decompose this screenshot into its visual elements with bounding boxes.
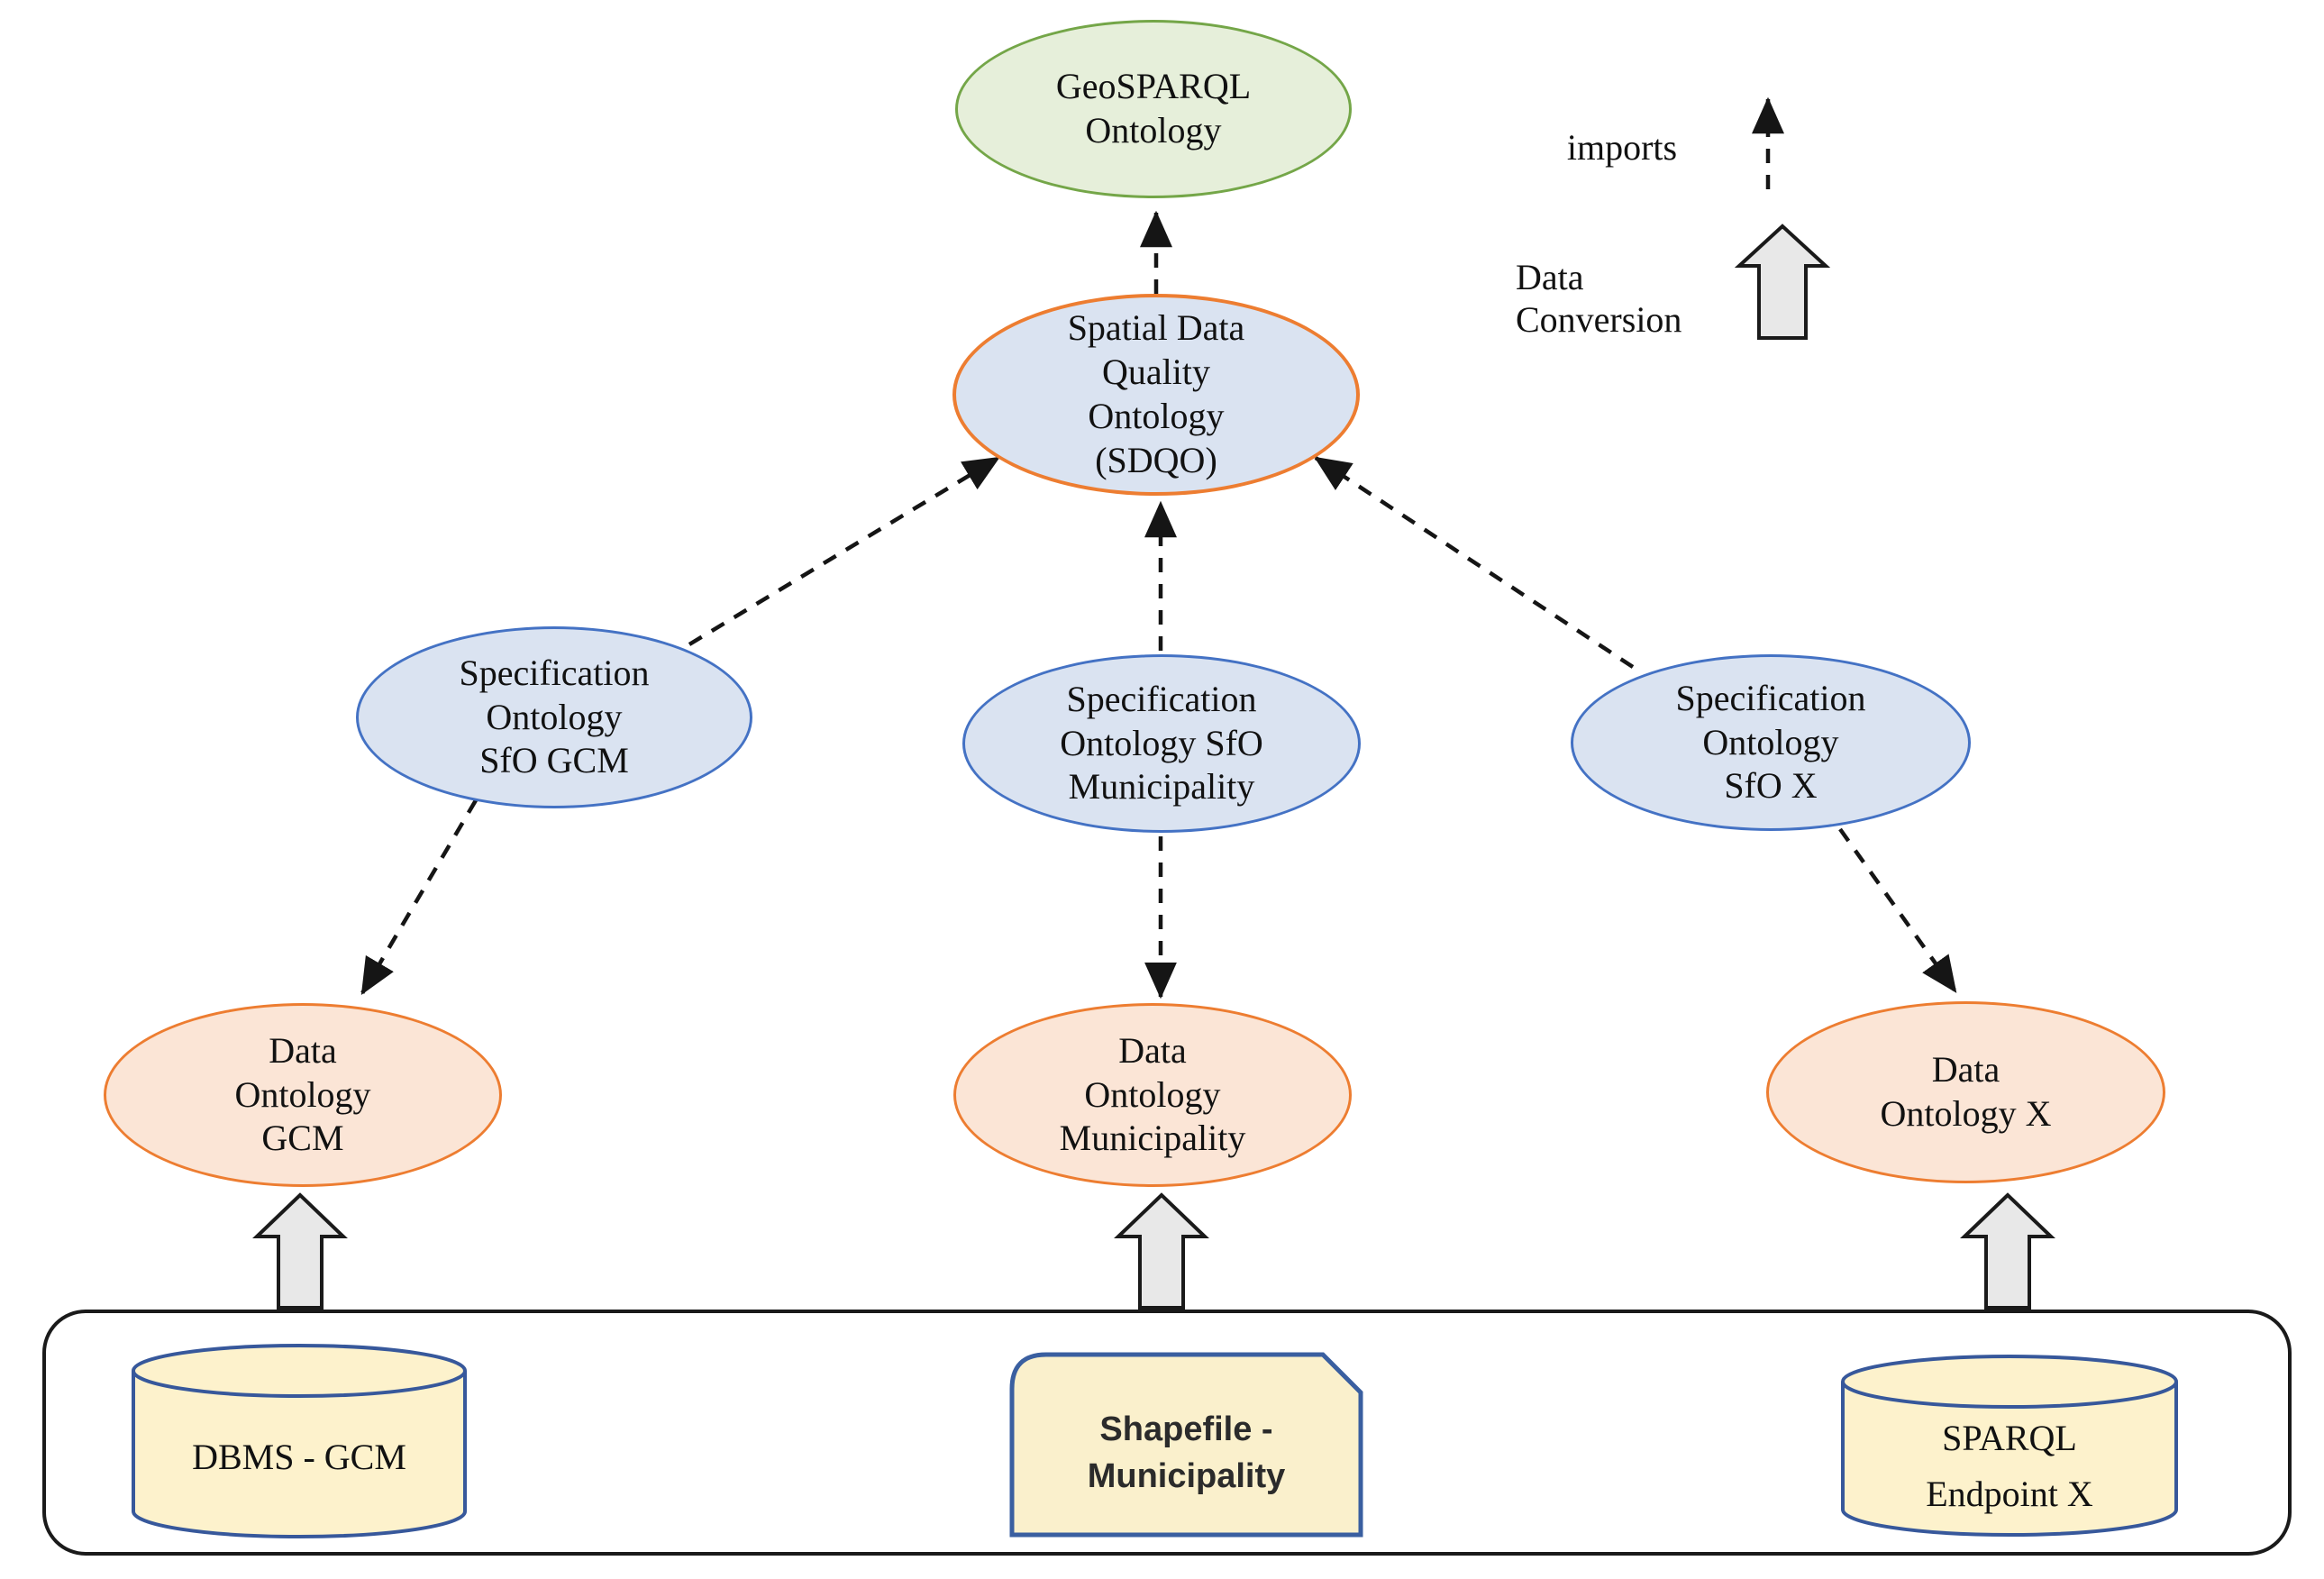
legend-data-conversion-arrow-icon	[1734, 224, 1831, 340]
data-conversion-arrow-dbms-to-datagcm	[252, 1192, 348, 1310]
edge-sfox-to-sdqo-imports-arrow	[1314, 456, 1635, 669]
node-specification-ontology-sfo-x: Specification Ontology SfO X	[1571, 654, 1971, 831]
node-specification-ontology-sfo-gcm: Specification Ontology SfO GCM	[356, 626, 752, 808]
dbms-gcm-label: DBMS - GCM	[192, 1437, 406, 1477]
node-geosparql-ontology: GeoSPARQL Ontology	[955, 20, 1352, 198]
node-data-ontology-gcm: Data Ontology GCM	[104, 1003, 502, 1187]
edge-sfogcm-to-datagcm-imports-arrow	[360, 799, 478, 995]
legend-data-conversion-label: Data Conversion	[1516, 257, 1682, 340]
dbms-cylinder-icon	[132, 1344, 467, 1538]
data-conversion-arrow-sparql-to-datax	[1960, 1192, 2055, 1310]
edge-sfogcm-to-sdqo-imports-arrow	[688, 456, 1000, 646]
node-data-ontology-municipality: Data Ontology Municipality	[953, 1003, 1352, 1187]
legend-imports-label: imports	[1566, 127, 1678, 168]
edge-sfox-to-datax-imports-arrow	[1838, 827, 1957, 993]
sparql-endpoint-x-label: SPARQL Endpoint X	[1926, 1418, 2093, 1514]
node-spatial-data-quality-ontology: Spatial Data Quality Ontology (SDQO)	[952, 294, 1360, 496]
node-specification-ontology-sfo-municipality: Specification Ontology SfO Municipality	[962, 654, 1361, 833]
sparql-endpoint-cylinder-icon	[1841, 1355, 2178, 1537]
shapefile-municipality-label: Shapefile - Municipality	[1087, 1410, 1286, 1495]
shapefile-card-icon	[1009, 1352, 1363, 1538]
node-data-ontology-x: Data Ontology X	[1766, 1001, 2165, 1183]
data-conversion-arrow-shapefile-to-datamunicipality	[1114, 1192, 1209, 1310]
